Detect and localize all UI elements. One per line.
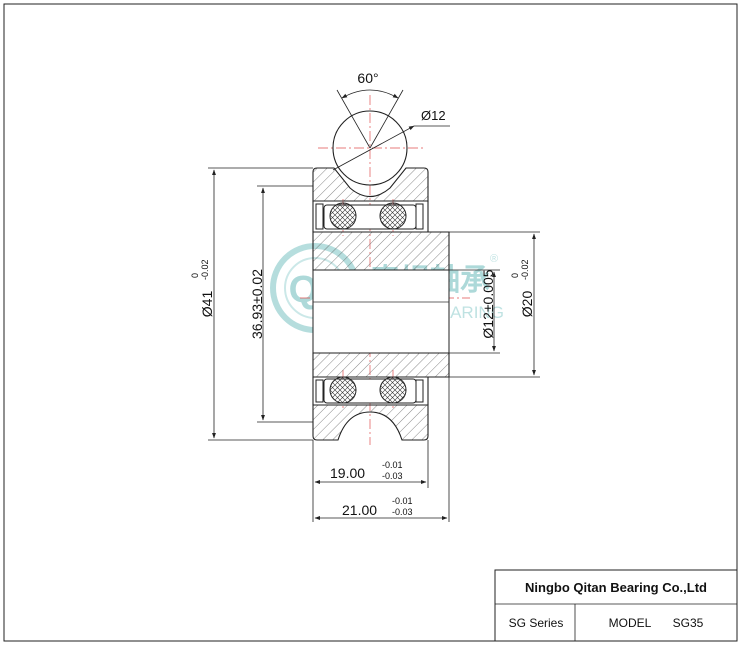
angle-leg-right: [369, 89, 404, 149]
seal-bottom-right: [415, 379, 424, 403]
angle-label: 60°: [357, 70, 378, 86]
inner-dia-text-group: Ø20 0 -0.02: [510, 259, 535, 317]
outer-dia-tol-upper: 0: [190, 273, 200, 278]
ball-bottom-left: [329, 376, 357, 404]
seal-top-left: [315, 203, 324, 230]
model-value: SG35: [673, 616, 704, 630]
width-total-label: 21.00: [342, 502, 377, 518]
series-label: SG Series: [509, 616, 564, 630]
guide-roller-circle: [332, 110, 408, 186]
bore: [312, 269, 450, 354]
company-name: Ningbo Qitan Bearing Co.,Ltd: [525, 580, 707, 595]
bore-label: Ø12±0.005: [480, 269, 496, 338]
ball-top-left: [329, 202, 357, 230]
inner-ring-top: [312, 231, 450, 271]
roller-dia-label: Ø12: [421, 108, 446, 123]
outer-dia-text-group: Ø41 0 -0.02: [190, 259, 215, 317]
pitch-dia-label: 36.93±0.02: [249, 269, 265, 339]
ball-bottom-right: [379, 376, 407, 404]
inner-dia-tol-lower: -0.02: [520, 259, 530, 280]
title-block: Ningbo Qitan Bearing Co.,Ltd SG Series M…: [494, 569, 738, 642]
outer-ring-top: [312, 167, 429, 202]
angle-leg-left: [336, 89, 371, 149]
width-total-tol-upper: -0.01: [392, 496, 413, 506]
bore-text-group: Ø12±0.005: [480, 269, 496, 338]
width-inner-label: 19.00: [330, 465, 365, 481]
outer-ring-bottom: [312, 404, 429, 441]
roller-dia-leader: [332, 125, 415, 171]
outer-dia-tol-lower: -0.02: [200, 259, 210, 280]
width-inner-tol-lower: -0.03: [382, 471, 403, 481]
ball-top-right: [379, 202, 407, 230]
inner-dia-label: Ø20: [519, 291, 535, 318]
watermark-registered-mark: ®: [490, 253, 498, 265]
outer-dia-label: Ø41: [199, 291, 215, 318]
bearing-section: [312, 110, 450, 441]
seal-top-right: [415, 203, 424, 230]
raceway-bottom-sides: [312, 377, 429, 405]
title-block-frame: [494, 569, 738, 642]
dimensions: 60° Ø12 Ø41 0 -0.02 36.93±0.02 Ø12±0.005: [190, 70, 540, 522]
raceway-top-sides: [312, 201, 429, 232]
seal-bottom-left: [315, 379, 324, 403]
inner-ring-bottom: [312, 352, 450, 378]
width-total-tol-lower: -0.03: [392, 507, 413, 517]
model-label: MODEL: [609, 616, 652, 630]
inner-dia-tol-upper: 0: [510, 273, 520, 278]
width-inner-tol-upper: -0.01: [382, 460, 403, 470]
angle-arc: [341, 89, 399, 99]
pitch-text-group: 36.93±0.02: [249, 269, 265, 339]
